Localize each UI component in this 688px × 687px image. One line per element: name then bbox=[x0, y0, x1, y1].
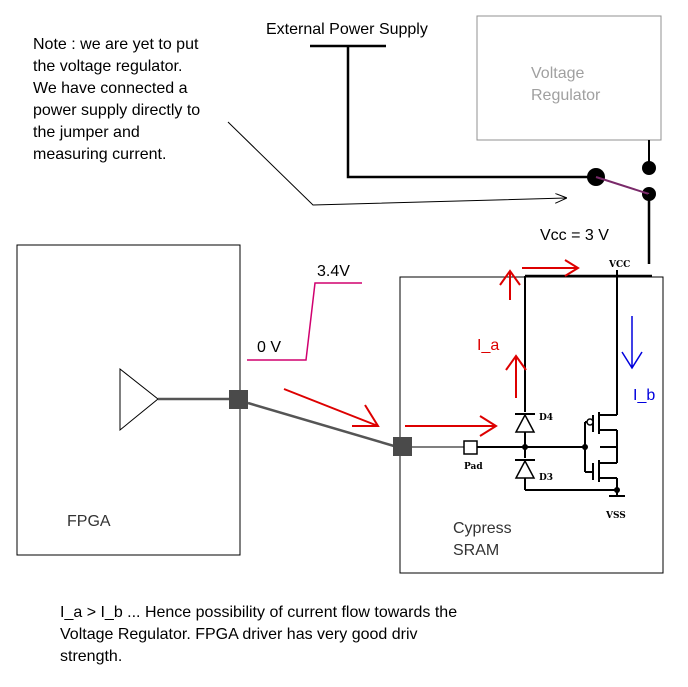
current-arrow bbox=[505, 354, 527, 398]
regulator-label: Voltage bbox=[531, 65, 584, 82]
diode-d3 bbox=[514, 459, 536, 479]
vcc-pin-label: VCC bbox=[608, 260, 630, 270]
vcc-label: Vcc = 3 V bbox=[540, 227, 609, 244]
note-line: We have connected a bbox=[33, 80, 188, 97]
current-b-label: I_b bbox=[633, 387, 655, 404]
vss-pin-label: VSS bbox=[605, 511, 626, 521]
current-arrow bbox=[499, 269, 521, 300]
current-arrow bbox=[283, 388, 380, 427]
note-line: the jumper and bbox=[33, 124, 140, 141]
signal-waveform bbox=[247, 282, 362, 361]
node-dot bbox=[522, 444, 528, 450]
regulator-label: Regulator bbox=[531, 87, 601, 104]
node-dot bbox=[614, 487, 620, 493]
fpga-label: FPGA bbox=[67, 513, 111, 530]
node-dot bbox=[582, 444, 588, 450]
note-line: the voltage regulator. bbox=[33, 58, 182, 75]
caption-line: strength. bbox=[60, 648, 122, 665]
current-arrow bbox=[522, 259, 580, 277]
fpga-driver-buffer bbox=[119, 367, 159, 432]
sram-label: Cypress bbox=[453, 520, 512, 537]
pad bbox=[463, 440, 478, 455]
fpga-pin bbox=[229, 390, 248, 409]
interconnect-wire bbox=[247, 401, 395, 448]
low-level-label: 0 V bbox=[257, 339, 281, 356]
diode-d4-label: D4 bbox=[539, 413, 553, 423]
note-line: Note : we are yet to put bbox=[33, 36, 199, 53]
caption-line: Voltage Regulator. FPGA driver has very … bbox=[60, 626, 418, 643]
caption-text: I_a > I_b ... Hence possibility of curre… bbox=[60, 604, 457, 665]
sram-label: SRAM bbox=[453, 542, 499, 559]
current-arrow-blue bbox=[621, 316, 643, 370]
external-supply-label: External Power Supply bbox=[266, 21, 428, 38]
current-a-label: I_a bbox=[477, 337, 499, 354]
current-arrow bbox=[405, 415, 498, 437]
note-line: power supply directly to bbox=[33, 102, 200, 119]
note-text: Note : we are yet to put the voltage reg… bbox=[33, 36, 200, 163]
transistor-gate-bubble bbox=[586, 418, 594, 426]
jumper-link bbox=[595, 176, 650, 195]
sram-pin bbox=[393, 437, 412, 456]
current-arrows-red bbox=[283, 259, 580, 437]
note-line: measuring current. bbox=[33, 146, 166, 163]
pad-label: Pad bbox=[464, 462, 483, 472]
caption-line: I_a > I_b ... Hence possibility of curre… bbox=[60, 604, 457, 621]
diode-d4 bbox=[514, 413, 536, 433]
supply-wire bbox=[346, 46, 596, 179]
jumper-pin bbox=[642, 161, 656, 175]
diode-d3-label: D3 bbox=[539, 473, 553, 483]
voltage-regulator-box bbox=[476, 15, 662, 141]
high-level-label: 3.4V bbox=[317, 263, 350, 280]
note-pointer-arrow bbox=[227, 121, 566, 206]
